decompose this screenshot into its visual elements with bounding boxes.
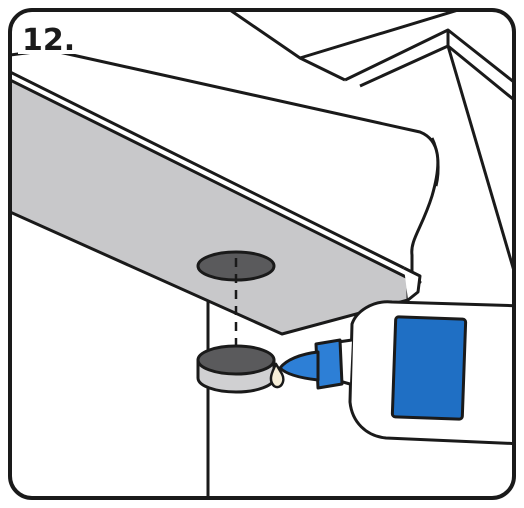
step-number: 12. <box>22 23 75 58</box>
shelf-underside <box>10 78 410 336</box>
panel-border <box>8 8 516 500</box>
glue-drop-icon <box>269 362 285 389</box>
felt-pad-icon <box>196 344 276 394</box>
cabinet-top-structure <box>229 10 514 306</box>
shelf <box>10 48 440 336</box>
glue-bottle-icon <box>278 300 514 446</box>
bottle-label <box>390 315 468 421</box>
step-number-background <box>18 18 78 54</box>
